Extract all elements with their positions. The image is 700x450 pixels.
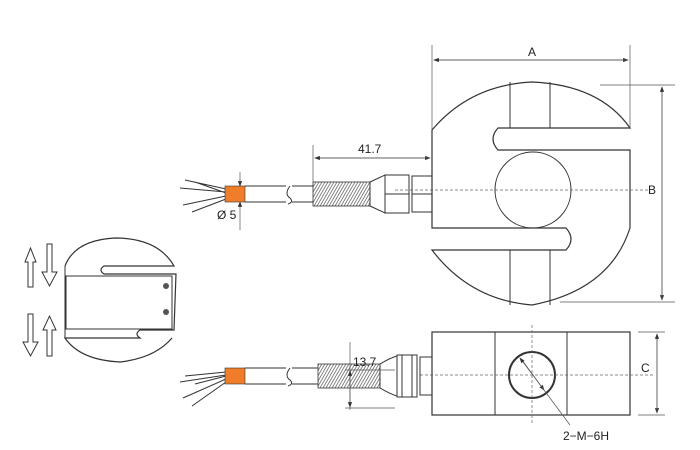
dim-a-label: A	[528, 45, 536, 59]
force-arrows-icon	[22, 243, 58, 358]
screw-icon	[163, 309, 169, 315]
bottom-view: 2−M−6H C 13.7	[179, 325, 665, 443]
dim-b-label: B	[648, 183, 656, 197]
connector-width-label: 13.7	[353, 355, 377, 369]
side-view-body	[63, 237, 177, 363]
dim-c-label: C	[641, 361, 650, 375]
cable-length-label: 41.7	[358, 142, 382, 156]
cable-bottom	[179, 354, 433, 407]
thread-spec-label: 2−M−6H	[563, 429, 609, 443]
side-view	[22, 237, 177, 363]
bottom-body	[431, 331, 631, 416]
cable-sleeve	[224, 185, 246, 203]
front-view: A B 41.7 Ø 5	[179, 45, 675, 306]
screw-icon	[163, 283, 169, 289]
cable-top	[179, 174, 433, 214]
s-beam-body	[430, 81, 632, 306]
strain-gauge-cover	[65, 275, 173, 330]
cable-diameter-label: Ø 5	[217, 208, 237, 222]
